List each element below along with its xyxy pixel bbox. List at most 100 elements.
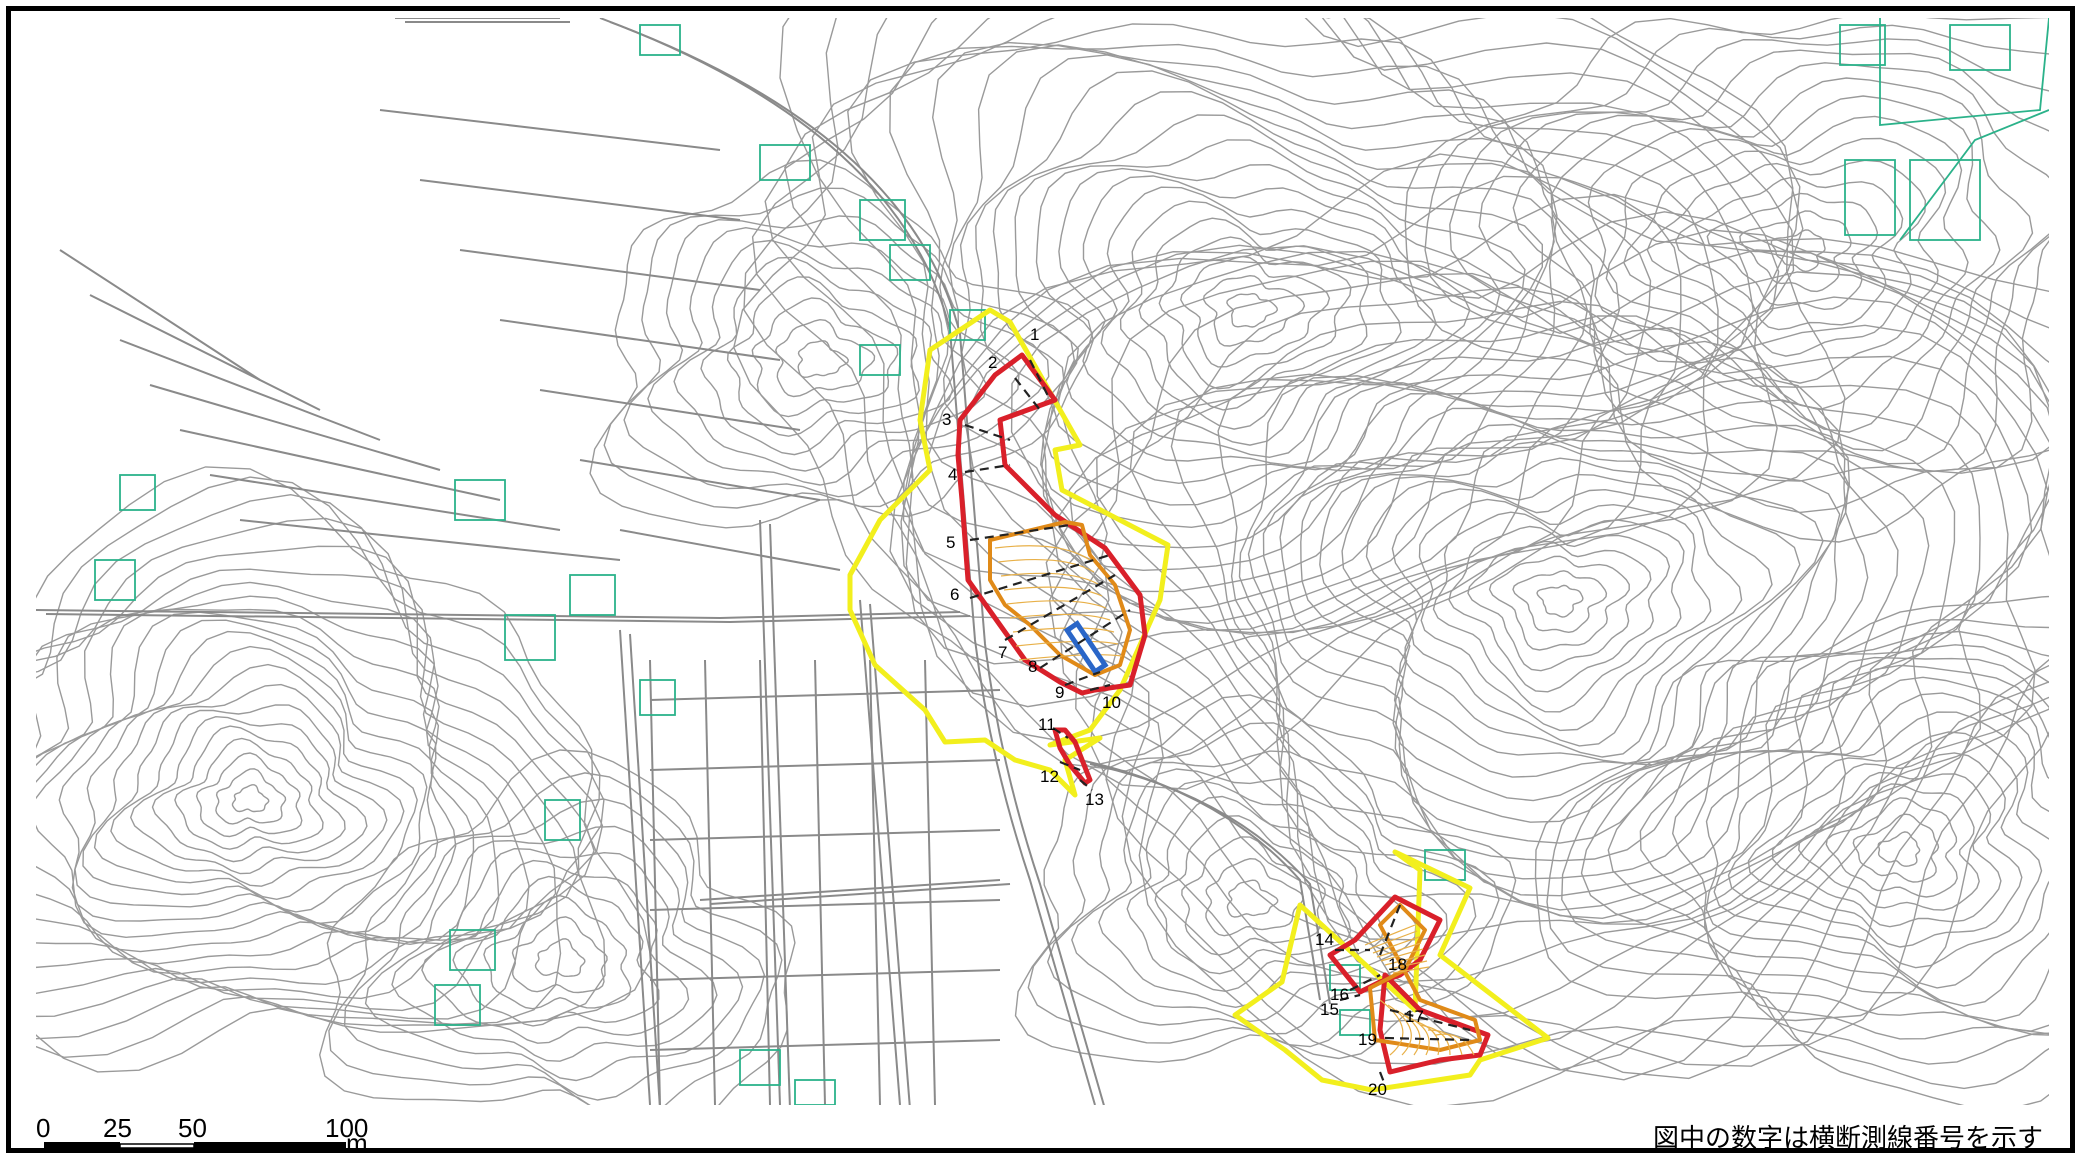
section-line (1079, 779, 1093, 791)
building (1839, 24, 1886, 66)
road-edge (619, 629, 651, 1105)
contour-line (36, 581, 557, 986)
hatch-line (1387, 1004, 1412, 1056)
slope-hatching (994, 545, 1475, 1056)
contour-line (1467, 540, 1652, 672)
section-line (1014, 377, 1041, 411)
contour-line (1478, 49, 2049, 473)
scale-label-50: 50 (178, 1113, 207, 1143)
contour-line (1045, 272, 2049, 1020)
section-line (1059, 760, 1081, 772)
field-boundary (759, 659, 771, 1105)
field-boundary (619, 529, 841, 571)
building (569, 574, 616, 616)
contour-line (1365, 473, 1773, 758)
contour-line (1639, 664, 2049, 1032)
field-boundary (119, 339, 381, 441)
building (1899, 109, 2049, 241)
building (1909, 159, 1981, 241)
hatch-line (1392, 966, 1430, 974)
contour-line (1027, 722, 1500, 1048)
contour-line (1126, 795, 1385, 993)
contour-line (215, 768, 287, 825)
field-boundary (89, 294, 321, 411)
contour-line (318, 749, 796, 1105)
contour-line (784, 18, 1780, 665)
contour-line (1048, 260, 2049, 1051)
section-line (1039, 609, 1131, 669)
contour-line (1675, 176, 1904, 331)
field-boundary (419, 179, 741, 221)
contour-line (1825, 797, 1958, 898)
yellow-zone-south (1232, 849, 1551, 1093)
yellow-zone-north (847, 307, 1171, 798)
building (639, 24, 681, 56)
hatch-line (1411, 1019, 1440, 1056)
building (119, 474, 156, 511)
contour-line (1432, 511, 1685, 713)
contour-line (1747, 752, 2023, 948)
section-line (1389, 1008, 1471, 1032)
contour-line (1706, 192, 1879, 311)
field-boundary (149, 384, 441, 471)
hatch-line (1006, 600, 1107, 609)
red-zone-north (955, 352, 1148, 696)
building (759, 144, 811, 181)
contour-line (231, 784, 270, 813)
building (1844, 159, 1896, 236)
contour-line (1546, 618, 2049, 1090)
contour-line (93, 683, 405, 901)
section-line (1064, 670, 1101, 687)
contour-line (129, 715, 368, 875)
contour-line (452, 875, 660, 1027)
hatch-line (1395, 1009, 1421, 1056)
red-zone-south-lower (1377, 972, 1491, 1075)
contour-line (1418, 498, 1712, 732)
section-label: 10 (1102, 693, 1121, 712)
contour-line (743, 18, 1801, 772)
contour-lines (36, 18, 2049, 1105)
field-boundary (459, 249, 761, 291)
contour-line (36, 517, 604, 1020)
contour-line (1739, 210, 1852, 293)
section-label: 18 (1388, 955, 1407, 974)
section-line (1378, 904, 1402, 956)
section-line (1349, 974, 1381, 991)
section-label: 15 (1320, 1000, 1339, 1019)
building (1329, 964, 1361, 991)
hatch-line (1380, 948, 1424, 962)
road-edge (1089, 763, 1331, 1005)
hatch-line (1368, 930, 1418, 950)
orange-zone-north (988, 520, 1132, 677)
contour-line (1262, 392, 1851, 844)
road-edge (599, 18, 1096, 1105)
contour-line (700, 256, 954, 456)
contour-line (174, 737, 324, 850)
contour-line (343, 798, 766, 1101)
road-edge (1079, 759, 1321, 1001)
scale-label-25: 25 (103, 1113, 132, 1143)
road-edge (699, 879, 1001, 901)
section-label: 17 (1405, 1007, 1424, 1026)
building (449, 929, 496, 971)
field-boundary (499, 319, 781, 361)
contour-line (1771, 771, 2002, 928)
contour-line (963, 211, 2049, 1080)
building (794, 1079, 836, 1105)
contour-line (1607, 656, 2049, 1036)
contour-line (926, 193, 2049, 1067)
contour-line (1671, 676, 2049, 1022)
road-edge (45, 613, 971, 624)
contour-line (1202, 274, 1306, 347)
hazard-zone-orange (988, 520, 1482, 1052)
road-edge (869, 603, 911, 1105)
section-label: 19 (1358, 1030, 1377, 1049)
building-footprints (94, 18, 2049, 1105)
hatch-line (1376, 942, 1422, 958)
contour-line (36, 545, 595, 1012)
contour-line (1098, 779, 1417, 1009)
building (1879, 18, 2049, 126)
field-boundary (649, 1039, 1001, 1051)
contour-line (1014, 694, 1517, 1063)
